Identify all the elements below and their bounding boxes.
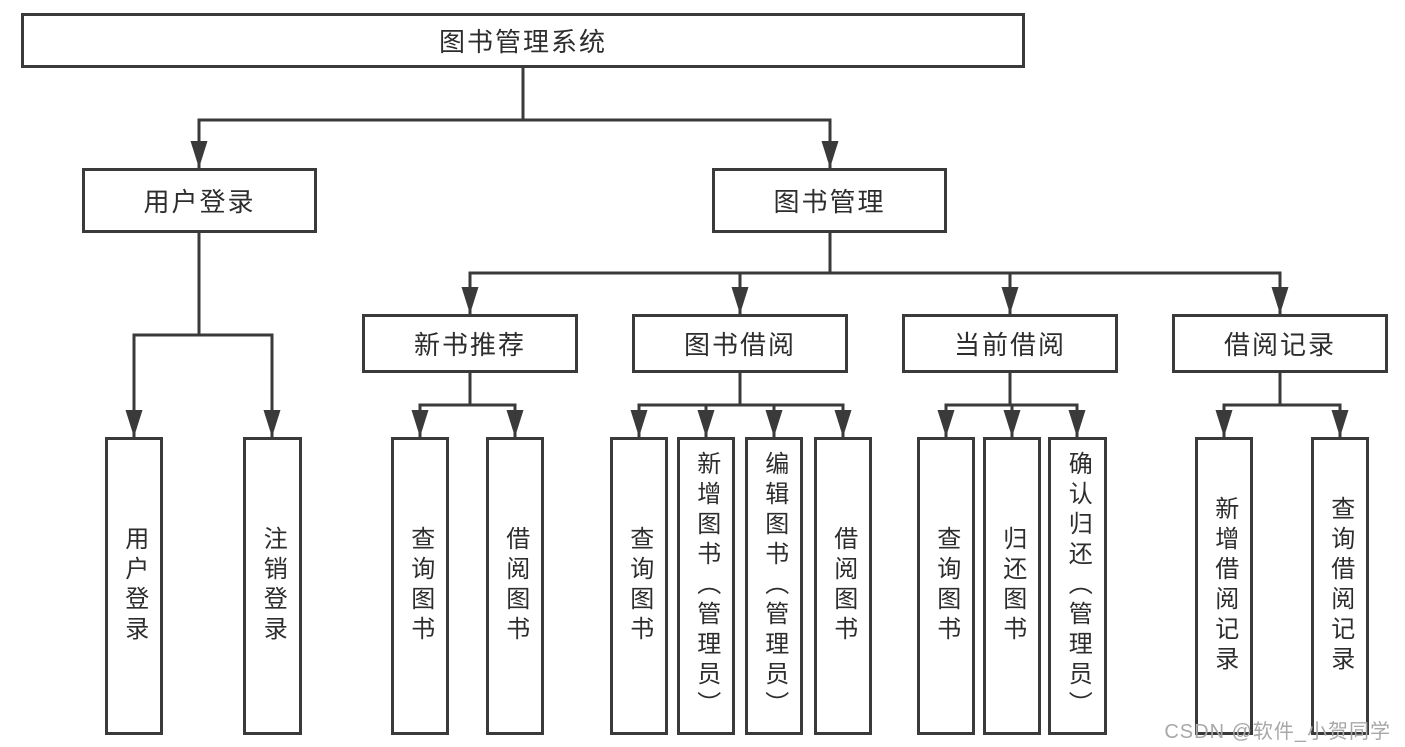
node-label: 编辑图书（管理员） [760,451,788,721]
node-label: 新书推荐 [413,330,526,360]
node-label: 查询图书 [625,526,653,646]
node-label: 注销登录 [259,526,287,646]
node-label: 图书管理 [773,187,886,217]
node-label: 确认归还（管理员） [1064,451,1092,721]
node-label: 借阅图书 [829,526,857,646]
leaf-logout: 注销登录 [243,437,302,735]
connector-arrows [125,120,1349,437]
node-label: 用户登录 [120,526,148,646]
node-label: 借阅图书 [501,526,529,646]
leaf-query-books-recommend: 查询图书 [391,437,449,735]
node-new-book-recommend: 新书推荐 [362,314,578,373]
leaf-query-borrow-record: 查询借阅记录 [1311,437,1369,735]
leaf-borrow-books-recommend: 借阅图书 [486,437,544,735]
node-label: 查询图书 [406,526,434,646]
node-label: 图书管理系统 [438,27,607,57]
leaf-query-books-current: 查询图书 [917,437,975,735]
leaf-edit-book-admin: 编辑图书（管理员） [745,437,803,735]
csdn-watermark: CSDN @软件_小贺同学 [1164,721,1391,743]
node-label: 新增借阅记录 [1210,496,1238,676]
node-label: 查询图书 [932,526,960,646]
node-label: 当前借阅 [953,330,1066,360]
leaf-add-book-admin: 新增图书（管理员） [677,437,735,735]
leaf-borrow-books: 借阅图书 [814,437,872,735]
leaf-confirm-return-admin: 确认归还（管理员） [1048,437,1107,735]
node-label: 借阅记录 [1223,330,1336,360]
node-label: 查询借阅记录 [1326,496,1354,676]
node-label: 用户登录 [143,187,256,217]
node-user-login: 用户登录 [82,168,317,233]
leaf-return-book: 归还图书 [983,437,1041,735]
node-current-borrowing: 当前借阅 [902,314,1118,373]
node-book-management: 图书管理 [712,168,947,233]
leaf-query-books-borrowing: 查询图书 [610,437,668,735]
node-book-borrowing: 图书借阅 [632,314,848,373]
node-library-system: 图书管理系统 [21,13,1025,68]
node-borrowing-records: 借阅记录 [1172,314,1388,373]
node-label: 新增图书（管理员） [692,451,720,721]
leaf-add-borrow-record: 新增借阅记录 [1195,437,1253,735]
node-label: 图书借阅 [683,330,796,360]
node-label: 归还图书 [998,526,1026,646]
leaf-user-login: 用户登录 [105,437,163,735]
